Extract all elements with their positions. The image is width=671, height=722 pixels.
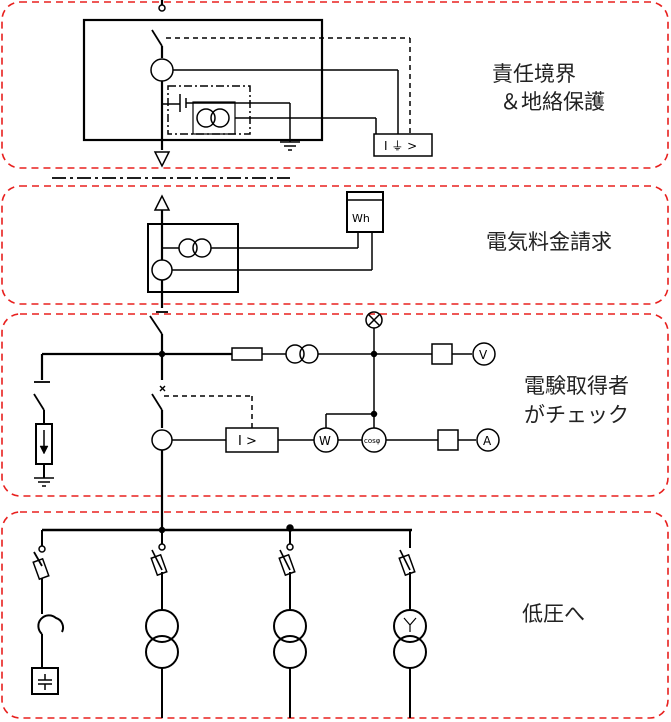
section-label-responsibility-line2: ＆地絡保護 bbox=[500, 90, 605, 114]
capacitor-box bbox=[31, 667, 59, 695]
wattmeter-label: W bbox=[319, 434, 331, 448]
terminal-dot bbox=[158, 4, 166, 12]
transformer3-primary bbox=[273, 609, 307, 643]
ammeter-label: A bbox=[483, 434, 492, 448]
voltmeter-label: V bbox=[479, 348, 488, 362]
zct-ring-left bbox=[196, 108, 216, 128]
section-frame-low-voltage bbox=[1, 511, 669, 719]
relay-lower-label: I > bbox=[238, 434, 257, 449]
transformer2-primary bbox=[145, 609, 179, 643]
section-label-check: 電験取得者 bbox=[524, 374, 629, 398]
transformer4-secondary bbox=[393, 635, 427, 669]
star-connection-symbol bbox=[403, 617, 417, 632]
boundary-arrow-up bbox=[153, 194, 171, 211]
section-frame-billing bbox=[1, 185, 669, 305]
indicator-lamp bbox=[365, 311, 383, 329]
pas-switch-box bbox=[82, 18, 324, 142]
section-frame-responsibility bbox=[1, 1, 669, 169]
ammeter-switch bbox=[437, 429, 459, 451]
transformer3-secondary bbox=[273, 635, 307, 669]
relay-upper-label: I ⏚ > bbox=[384, 139, 417, 153]
wh-meter-label: Wh bbox=[352, 212, 370, 225]
disconnector-blade bbox=[151, 29, 163, 47]
breaker-circle bbox=[150, 58, 174, 82]
section-frame-check bbox=[1, 313, 669, 497]
wh-meter-box bbox=[346, 191, 384, 233]
vt-ring-b bbox=[299, 344, 319, 364]
vcb-blade bbox=[151, 393, 163, 411]
branch1-fuse bbox=[32, 557, 50, 581]
pf-meter-label: cosφ bbox=[364, 437, 381, 445]
vct-box bbox=[147, 223, 239, 293]
voltmeter-switch bbox=[431, 343, 453, 365]
main-disconnector-blade bbox=[149, 315, 163, 335]
vt-ring-right bbox=[192, 238, 212, 258]
arrester-disconnector bbox=[33, 393, 45, 411]
transformer4-primary bbox=[393, 609, 427, 643]
voltmeter bbox=[472, 342, 496, 366]
vt-fuse bbox=[231, 347, 263, 361]
transformer2-secondary bbox=[145, 635, 179, 669]
vt-ring-left bbox=[178, 238, 198, 258]
vt-ring-a bbox=[285, 344, 305, 364]
section-label-responsibility: 責任境界 bbox=[492, 62, 576, 86]
section-label-check-line2: がチェック bbox=[524, 403, 629, 427]
ammeter bbox=[476, 428, 500, 452]
ground-fault-relay-box bbox=[373, 133, 433, 157]
reactor-symbol bbox=[37, 614, 65, 635]
ct-circle bbox=[151, 429, 173, 451]
section-label-low-voltage: 低圧へ bbox=[522, 602, 585, 626]
boundary-arrow-down bbox=[153, 151, 171, 168]
section-label-billing: 電気料金請求 bbox=[486, 230, 612, 254]
zct-ring-right bbox=[210, 108, 230, 128]
